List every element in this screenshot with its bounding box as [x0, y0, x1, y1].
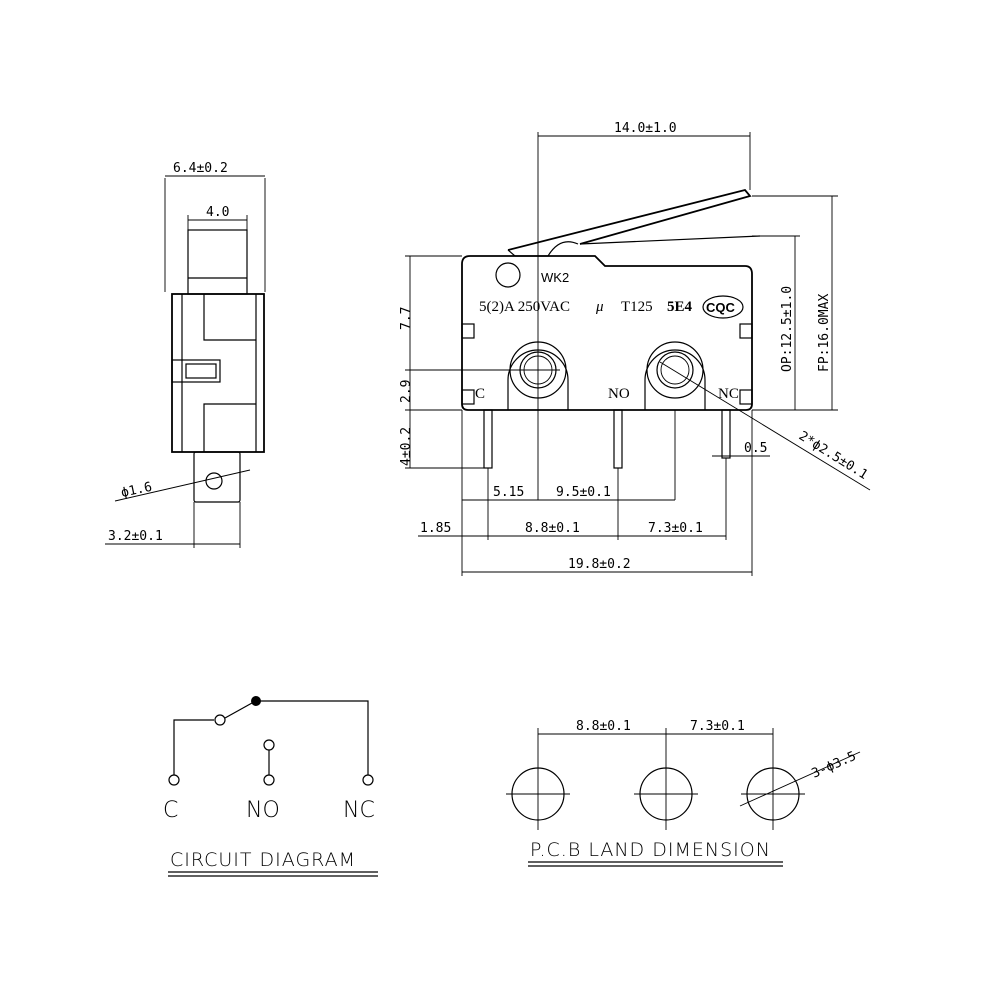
rating-label: 5(2)A 250VAC: [479, 299, 570, 315]
hole-dim: ϕ1.6: [120, 480, 154, 501]
circuit-no-label: NO: [246, 798, 280, 823]
dim-8-8: 8.8±0.1: [525, 521, 580, 536]
model-label: WK2: [541, 270, 569, 285]
fp-dim: FP:16.0MAX: [817, 294, 832, 372]
dim-7-3: 7.3±0.1: [648, 521, 703, 536]
circuit-nc-label: NC: [343, 798, 375, 823]
circuit-title: CIRCUIT DIAGRAM: [170, 849, 356, 871]
dim-1-85: 1.85: [420, 521, 451, 536]
dim-19-8: 19.8±0.2: [568, 557, 631, 572]
front-view: 14.0±1.0 WK2 5(2)A 250VAC μ T125 5E4 CQC: [399, 121, 871, 576]
mounting-hole-right: [644, 341, 706, 410]
temp-label: T125: [621, 299, 653, 315]
dim-9-5: 9.5±0.1: [556, 485, 611, 500]
circuit-diagram: C NO NC CIRCUIT DIAGRAM: [163, 696, 378, 877]
height-2-9-dim: 2.9: [399, 380, 414, 403]
pin-no: [613, 409, 623, 469]
side-terminal: [193, 451, 241, 503]
pin-c-label: C: [475, 386, 485, 402]
op-dim: OP:12.5±1.0: [780, 286, 795, 372]
height-4-dim: 4±0.2: [399, 427, 414, 466]
plunger-width-dim: 4.0: [206, 205, 229, 220]
cycles-label: 5E4: [667, 299, 693, 315]
pin-width-dim: 0.5: [744, 441, 767, 456]
cqc-label: CQC: [706, 300, 736, 315]
side-width-dim: 6.4±0.2: [173, 161, 228, 176]
holes-dim: 2*ϕ2.5±0.1: [796, 429, 870, 483]
pin-nc-label: NC: [718, 386, 739, 402]
plunger: [187, 229, 248, 295]
cqc-mark: [702, 295, 744, 319]
pin-c: [483, 409, 493, 469]
pcb-dim-2: 7.3±0.1: [690, 719, 745, 734]
pin-no-label: NO: [608, 386, 630, 402]
lever-dim: 14.0±1.0: [614, 121, 677, 136]
pin-nc: [721, 409, 731, 459]
pcb-holes-dim: 3-ϕ3.5: [810, 749, 859, 782]
dim-5-15: 5.15: [493, 485, 524, 500]
lever: [507, 188, 752, 251]
pcb-dim-1: 8.8±0.1: [576, 719, 631, 734]
pcb-title: P.C.B LAND DIMENSION: [530, 839, 771, 861]
terminal-hole: [205, 472, 223, 490]
circuit-c-label: C: [163, 798, 178, 823]
offset-dim: 3.2±0.1: [108, 529, 163, 544]
pcb-land: 8.8±0.1 7.3±0.1 3-ϕ3.5 P.C.B LAND DIMENS…: [506, 719, 861, 867]
mu-label: μ: [595, 299, 604, 315]
side-view: 6.4±0.2 4.0 ϕ1.6 3.2±0.1: [105, 161, 266, 548]
switch-body: [461, 255, 753, 411]
height-7-7-dim: 7.7: [399, 307, 414, 330]
